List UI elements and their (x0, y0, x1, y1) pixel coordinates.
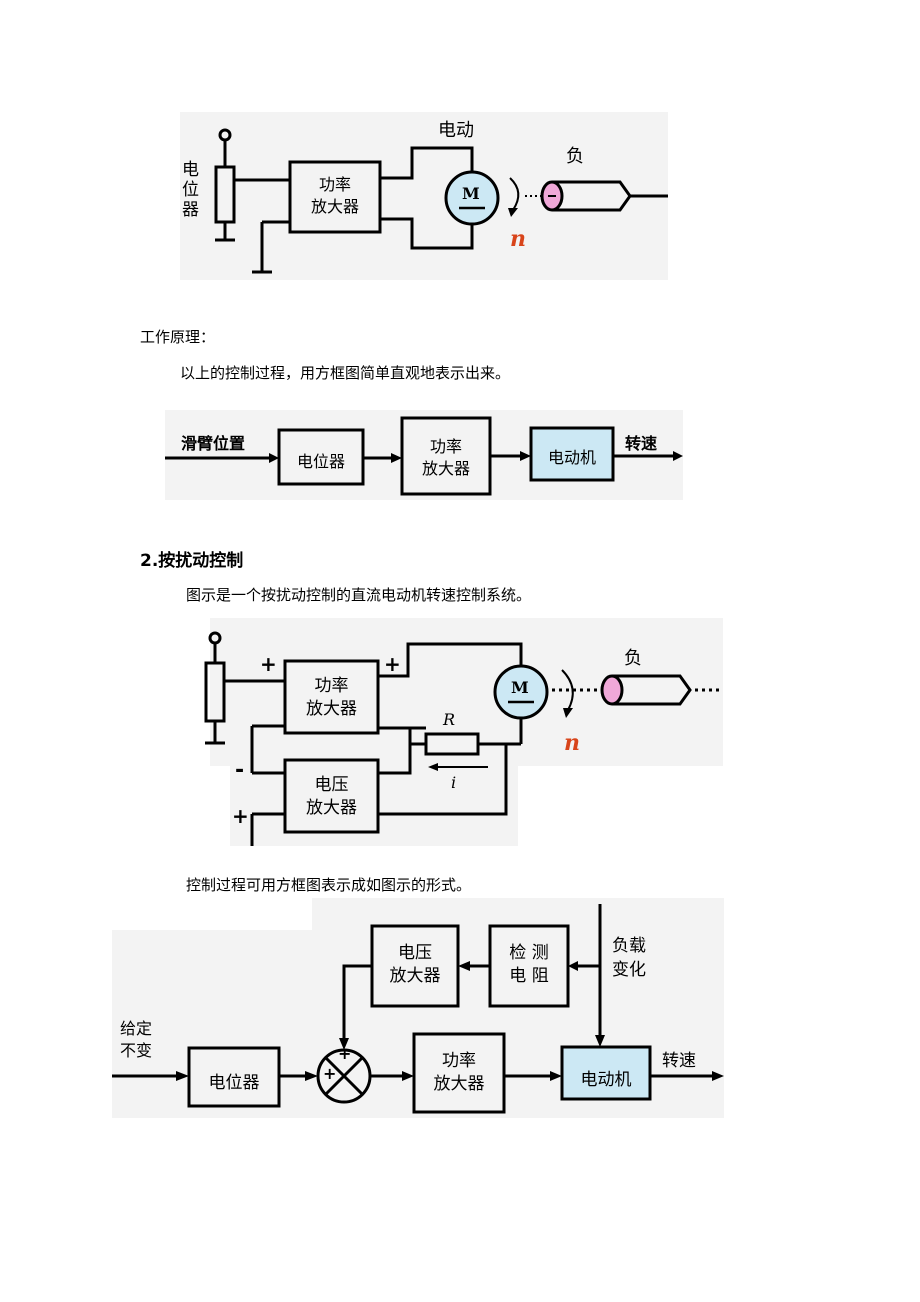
speed-symbol-1: n (510, 226, 526, 252)
sum-plus-top: + (338, 1044, 352, 1063)
bd2-input-label: 给定 不变 (120, 1019, 153, 1060)
bd1-amp-block: 功率 放大器 (421, 437, 470, 478)
pot-label-1: 电 位 器 (182, 160, 199, 220)
section-label: 工作原理： (140, 328, 216, 346)
current-label: i (451, 773, 457, 792)
power-amp-block-2: 功率 放大器 (306, 676, 357, 719)
plus-sign-1: + (260, 652, 277, 676)
bd1-input-label: 滑臂位置 (181, 434, 246, 453)
bd2-voltage-amp-block: 电压 放大器 (389, 943, 441, 986)
bd2-disturbance-label: 负载 变化 (612, 936, 646, 980)
circuit-diagram-1 (214, 128, 668, 274)
bd1-output-label: 转速 (625, 434, 658, 453)
resistor-label: R (443, 710, 456, 729)
amp-block-label-1: 功率 放大器 (310, 175, 359, 216)
motor-symbol-2: M (511, 678, 529, 697)
motor-circle (444, 170, 500, 226)
bd2-motor-block: 电动机 (580, 1070, 632, 1090)
block-diagram-2: 给定 不变 电位器 + + 功率 放大器 电动机 转速 电压 放大器 检 测 电… (112, 898, 724, 1118)
block-diagram-2-lines (112, 898, 724, 1118)
bd2-amp-block: 功率 放大器 (433, 1051, 485, 1094)
minus-sign: - (235, 758, 245, 783)
paragraph-1: 以上的控制过程，用方框图简单直观地表示出来。 (180, 364, 511, 382)
motor-top-label-1: 电动 (438, 120, 474, 141)
voltage-amp-block: 电压 放大器 (306, 775, 357, 818)
motor-circuit-figure-2: + + - + 功率 放大器 电压 放大器 R i M n 负 (190, 618, 723, 846)
motor-circle-2 (493, 664, 549, 720)
section-heading-2: 2.按扰动控制 (140, 551, 244, 571)
bd2-output-label: 转速 (662, 1051, 696, 1071)
speed-symbol-2: n (564, 730, 580, 756)
motor-circuit-figure-1: 电 位 器 功率 放大器 M n (180, 112, 668, 280)
plus-sign-3: + (232, 804, 249, 828)
plus-sign-2: + (384, 652, 401, 676)
paragraph-3: 控制过程可用方框图表示成如图示的形式。 (186, 876, 472, 894)
load-label-1: 负 (566, 146, 584, 167)
bd2-pot-block: 电位器 (208, 1073, 260, 1093)
motor-symbol-1: M (462, 184, 480, 203)
block-diagram-1: 滑臂位置 电位器 功率 放大器 电动机 转速 (165, 410, 683, 500)
load-ellipse-2 (600, 674, 624, 706)
circuit-diagram-2 (204, 618, 723, 846)
sum-plus-left: + (323, 1064, 337, 1083)
bd2-sense-resistor-block: 检 测 电 阻 (509, 943, 549, 986)
bd1-pot-block: 电位器 (296, 452, 345, 471)
paragraph-2: 图示是一个按扰动控制的直流电动机转速控制系统。 (186, 586, 532, 604)
bd1-motor-block: 电动机 (547, 448, 596, 467)
block-diagram-1-lines (165, 416, 683, 496)
load-label-2: 负 (624, 648, 642, 669)
